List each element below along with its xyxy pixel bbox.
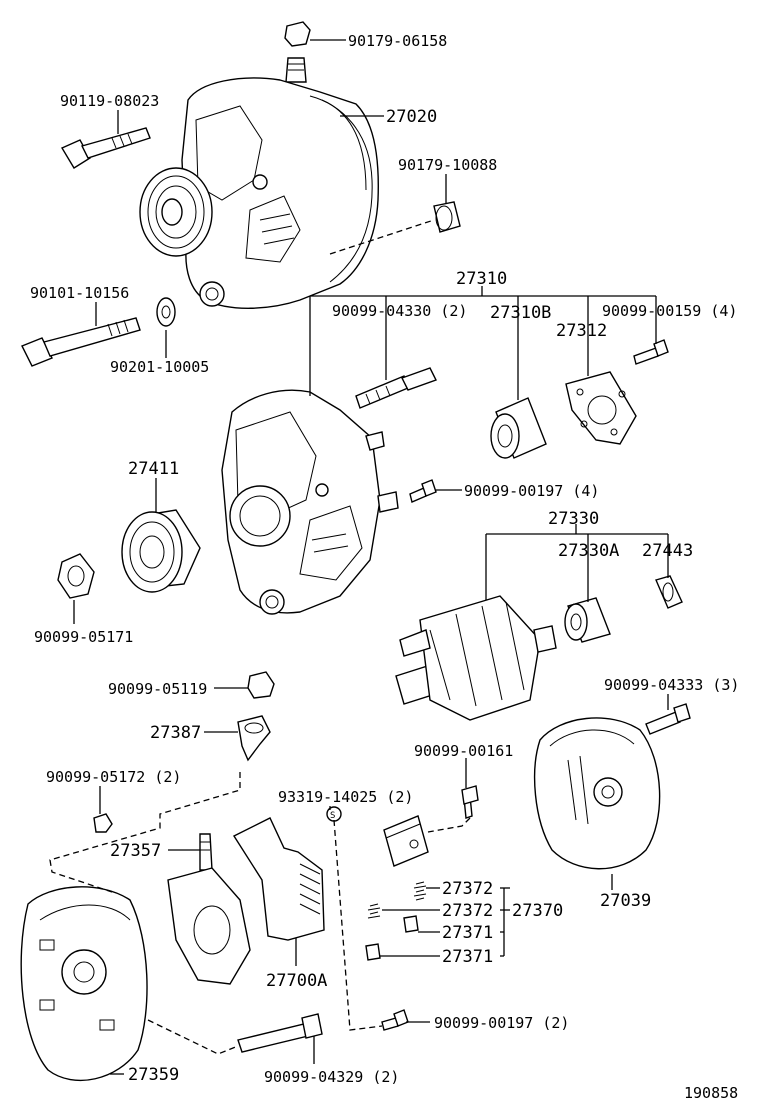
part-label-27039: 27039 (600, 891, 651, 911)
retainer-plate-illustration (565, 371, 637, 445)
part-label-27411: 27411 (128, 459, 179, 479)
part-label-90099-05119: 90099-05119 (108, 680, 207, 698)
part-label-90099-05172: 90099-05172 (2) (46, 768, 181, 786)
stud-bolt-illustration (355, 367, 437, 409)
part-label-27443: 27443 (642, 541, 693, 561)
part-number-labels: 90179-06158 90119-08023 27020 90179-1008… (30, 32, 739, 1102)
part-label-90099-00161: 90099-00161 (414, 742, 513, 760)
washer-illustration (156, 297, 176, 327)
screw-illustration-4 (381, 1009, 409, 1031)
rectifier-illustration (167, 833, 251, 985)
rotor-illustration (395, 595, 557, 721)
brush-springs-illustration (365, 881, 427, 961)
long-bolt-illustration (21, 317, 141, 367)
part-label-90099-04333: 90099-04333 (3) (604, 676, 739, 694)
part-label-90099-04329: 90099-04329 (2) (264, 1068, 399, 1086)
part-label-27312: 27312 (556, 321, 607, 341)
rear-end-cover-illustration (533, 717, 661, 870)
part-label-27387: 27387 (150, 723, 201, 743)
pulley-nut-illustration (57, 553, 95, 599)
rotor-bearing-illustration (564, 597, 611, 643)
part-label-27357: 27357 (110, 841, 161, 861)
small-nut-illustration (93, 813, 113, 833)
drive-end-frame-illustration (221, 389, 399, 615)
voltage-regulator-illustration (232, 817, 325, 941)
svg-text:S: S (330, 811, 335, 821)
part-label-27371-b: 27371 (442, 947, 493, 967)
diagram-code: 190858 (684, 1084, 738, 1102)
bolt-illustration (60, 127, 151, 169)
part-label-90179-10088: 90179-10088 (398, 156, 497, 174)
cap-nut-illustration (247, 671, 275, 699)
clip-illustration: S (326, 806, 342, 822)
bushing-illustration (433, 201, 461, 233)
frame-bolt-illustration (237, 1013, 323, 1053)
part-label-90099-00197-2: 90099-00197 (2) (434, 1014, 569, 1032)
screw-illustration (633, 339, 669, 365)
part-label-27020: 27020 (386, 107, 437, 127)
part-label-93319-14025: 93319-14025 (2) (278, 788, 413, 806)
part-label-90101-10156: 90101-10156 (30, 284, 129, 302)
rear-frame-illustration (20, 886, 148, 1082)
part-label-27330: 27330 (548, 509, 599, 529)
bearing-illustration (490, 397, 547, 459)
part-label-90179-06158: 90179-06158 (348, 32, 447, 50)
part-label-27370: 27370 (512, 901, 563, 921)
part-label-90099-00159: 90099-00159 (4) (602, 302, 737, 320)
part-label-27371-a: 27371 (442, 923, 493, 943)
cover-bolt-illustration (645, 703, 691, 735)
brush-holder-illustration (383, 815, 429, 867)
part-label-27372-b: 27372 (442, 901, 493, 921)
rotor-washer-illustration (655, 575, 683, 609)
terminal-insulator-illustration (237, 715, 271, 762)
assembly-dashed-lines (49, 219, 471, 1055)
part-label-90099-00197-4: 90099-00197 (4) (464, 482, 599, 500)
part-label-90201-10005: 90201-10005 (110, 358, 209, 376)
screw-illustration-2 (409, 479, 437, 503)
pulley-illustration (121, 509, 201, 593)
leader-lines (73, 39, 669, 1075)
part-label-27310: 27310 (456, 269, 507, 289)
part-label-90099-05171: 90099-05171 (34, 628, 133, 646)
part-label-27372-a: 27372 (442, 879, 493, 899)
part-label-27310b: 27310B (490, 303, 551, 323)
part-label-90099-04330: 90099-04330 (2) (332, 302, 467, 320)
alternator-assembly-illustration (139, 21, 379, 309)
part-label-27359: 27359 (128, 1065, 179, 1085)
part-label-27700a: 27700A (266, 971, 327, 991)
screw-illustration-3 (461, 785, 479, 819)
part-label-27330a: 27330A (558, 541, 619, 561)
part-label-90119-08023: 90119-08023 (60, 92, 159, 110)
